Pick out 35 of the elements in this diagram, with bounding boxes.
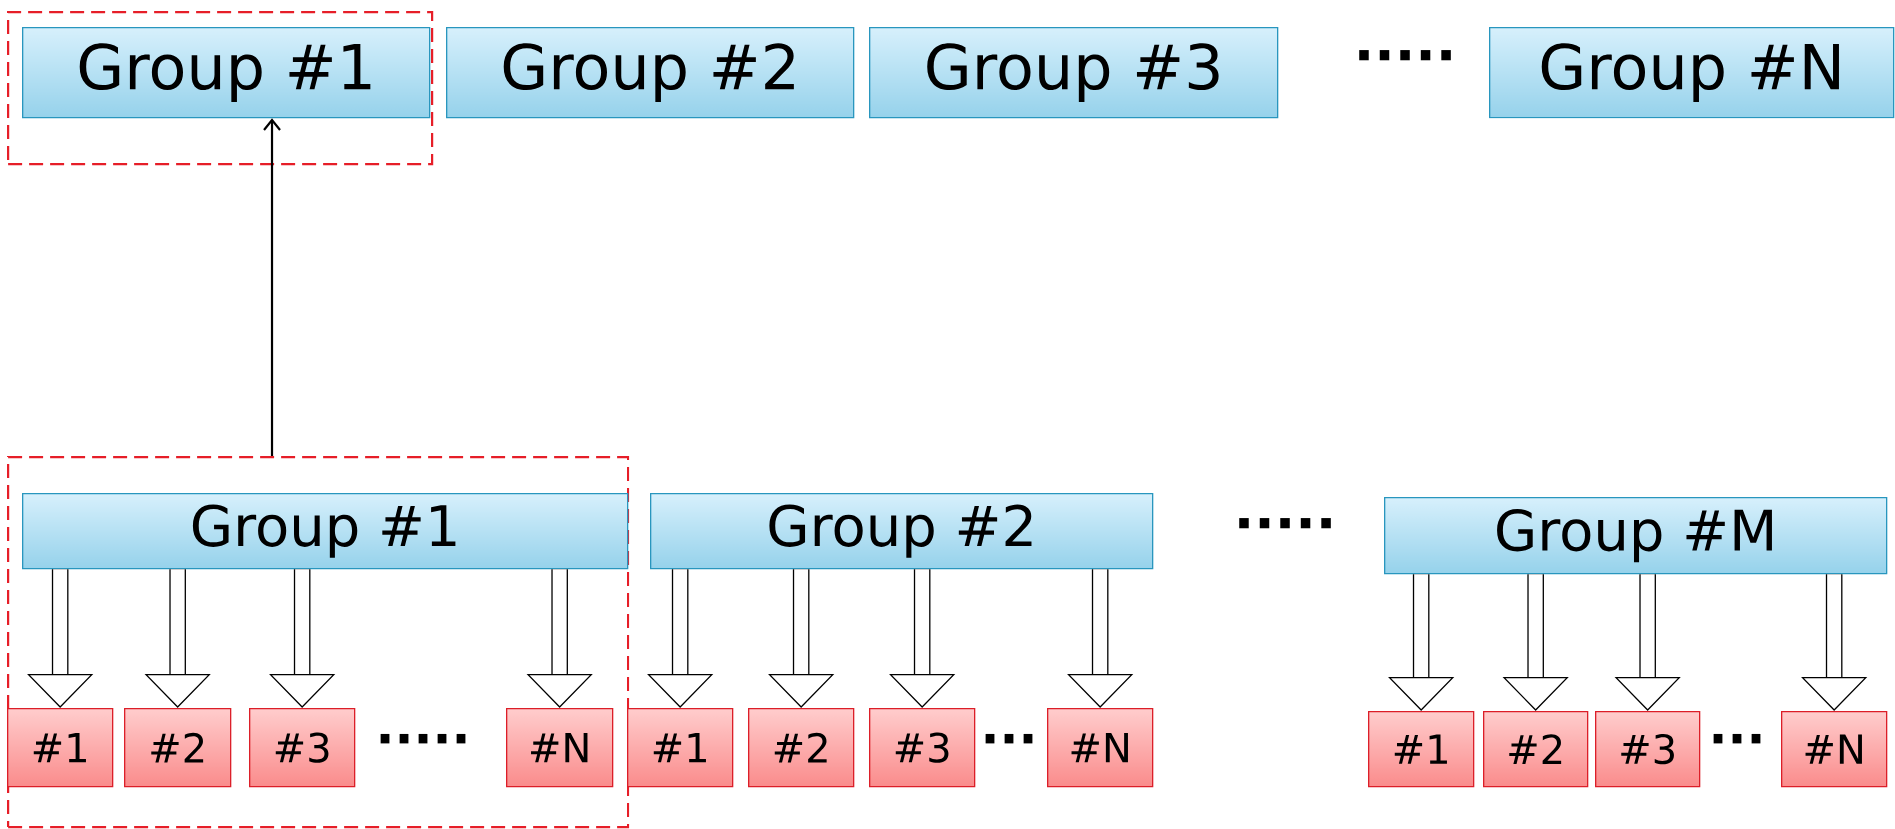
block-arrow [768, 569, 835, 708]
item-box: #1 [627, 708, 734, 788]
arrow [263, 118, 281, 456]
dashed-frame [7, 456, 630, 829]
item-box: #2 [748, 708, 855, 788]
item-box: #1 [7, 708, 114, 788]
item-box: #3 [1595, 711, 1701, 788]
item-box: #3 [869, 708, 976, 788]
item-box: #2 [1483, 711, 1589, 788]
group-box: Group #1 [22, 493, 629, 570]
item-box: #N [1781, 711, 1888, 788]
ellipsis-dots: ····· [1239, 518, 1331, 529]
block-arrow [1801, 574, 1868, 711]
item-box: #3 [249, 708, 356, 788]
block-arrow [1388, 574, 1455, 711]
group-box: Group #M [1384, 497, 1888, 575]
ellipsis-dots: ··· [985, 733, 1033, 744]
item-box: #N [1047, 708, 1154, 788]
block-arrow [27, 569, 94, 708]
block-arrow [647, 569, 714, 708]
block-arrow [1067, 569, 1134, 708]
dashed-frame [7, 11, 434, 166]
block-arrow [269, 569, 336, 708]
ellipsis-dots: ····· [380, 733, 466, 744]
group-box: Group #2 [650, 493, 1154, 570]
item-box: #1 [1368, 711, 1475, 788]
group-box: Group #1 [22, 27, 431, 119]
ellipsis-dots: ····· [1359, 50, 1451, 61]
ellipsis-dots: ··· [1713, 733, 1761, 744]
item-box: #N [506, 708, 614, 788]
group-box: Group #2 [446, 27, 855, 119]
block-arrow [889, 569, 956, 708]
item-box: #2 [124, 708, 232, 788]
group-box: Group #3 [869, 27, 1279, 119]
group-box: Group #N [1489, 27, 1895, 119]
